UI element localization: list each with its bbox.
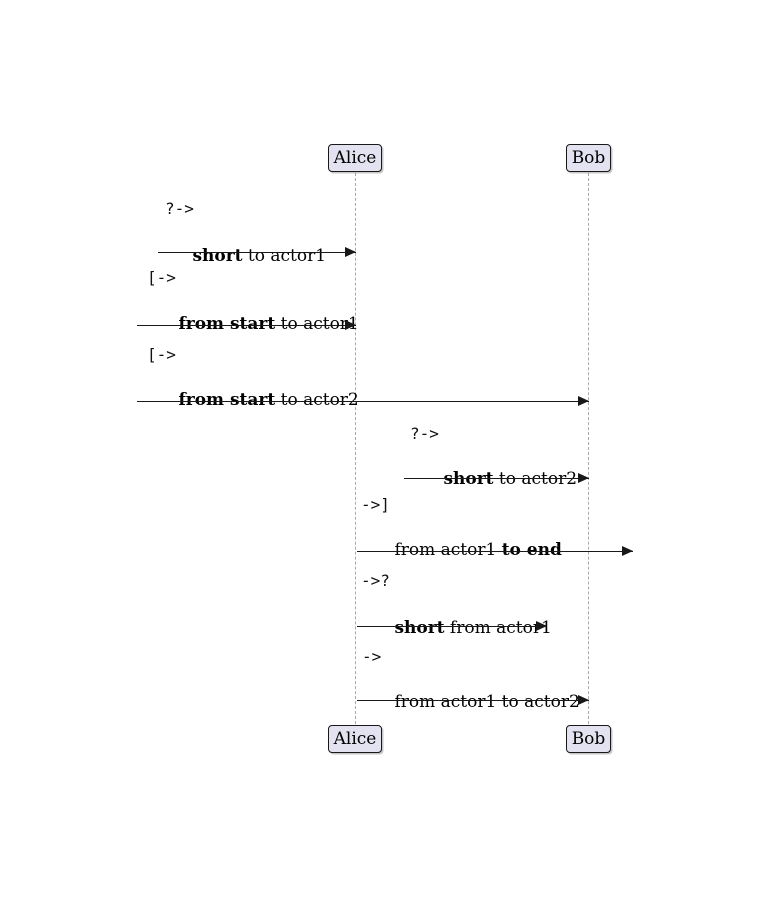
participant-label: Alice <box>333 148 377 168</box>
message-arrow <box>137 320 356 330</box>
message-arrow <box>357 621 547 631</box>
message-syntax: ->? <box>361 571 390 590</box>
participant-label: Alice <box>333 729 377 749</box>
lifeline-alice <box>355 173 356 724</box>
message-label-part: to end <box>501 540 562 560</box>
message-label-part: short <box>192 246 243 266</box>
message-arrow <box>158 247 356 257</box>
participant-label: Bob <box>571 148 606 168</box>
message-arrow <box>137 396 589 406</box>
participant-label: Bob <box>571 729 606 749</box>
participant-alice-top: Alice <box>328 144 382 172</box>
message-label: short to actor1 <box>160 231 326 282</box>
message-syntax: ?-> <box>165 199 194 218</box>
message-label-part: from actor1 <box>394 540 502 560</box>
message-arrow <box>357 546 633 556</box>
participant-bob-top: Bob <box>566 144 611 172</box>
message-label-part: short <box>394 618 445 638</box>
message-syntax: [-> <box>147 345 176 364</box>
message-label-part: from start <box>178 390 276 410</box>
message-label: from start to actor2 <box>146 375 359 426</box>
message-syntax: ->] <box>361 495 390 514</box>
message-label-part: to actor1 <box>242 246 327 266</box>
message-arrow <box>404 473 589 483</box>
participant-bob-bottom: Bob <box>566 725 611 753</box>
message-label: from actor1 to end <box>362 525 562 576</box>
message-syntax: [-> <box>147 268 176 287</box>
message-label: short from actor1 <box>362 603 551 654</box>
message-label: from actor1 to actor2 <box>362 677 580 728</box>
message-label: short to actor2 <box>411 454 577 505</box>
message-label-part: to actor2 <box>493 469 578 489</box>
lifeline-bob <box>588 173 589 724</box>
message-label-part: to actor2 <box>275 390 359 410</box>
message-label-part: short <box>443 469 494 489</box>
message-label: from start to actor1 <box>146 299 359 350</box>
message-syntax: ?-> <box>410 424 439 443</box>
message-label-part: from actor1 to actor2 <box>394 692 580 712</box>
message-arrow <box>357 695 589 705</box>
message-syntax: -> <box>362 647 382 666</box>
message-label-part: to actor1 <box>275 314 359 334</box>
participant-alice-bottom: Alice <box>328 725 382 753</box>
message-label-part: from start <box>178 314 276 334</box>
